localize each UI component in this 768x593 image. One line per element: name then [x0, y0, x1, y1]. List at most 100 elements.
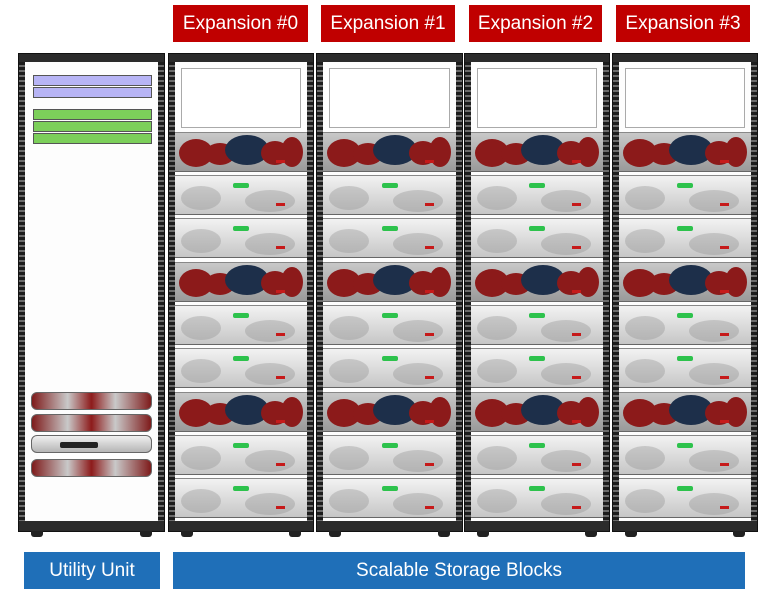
- enclosure-swirl: [625, 316, 665, 340]
- enclosure-swirl: [329, 446, 369, 470]
- enclosure-swirl: [329, 229, 369, 253]
- enclosure-brand-tag: [425, 203, 434, 206]
- expansion-3-label: Expansion #3: [616, 5, 750, 42]
- enclosure-swirl: [245, 363, 295, 385]
- enclosure-swirl: [725, 137, 747, 167]
- drive-enclosure: [619, 175, 751, 215]
- drive-enclosure: [471, 478, 603, 518]
- expansion-3-rack: [612, 53, 758, 537]
- status-led-icon: [233, 443, 249, 448]
- status-led-icon: [529, 226, 545, 231]
- drive-enclosure: [175, 175, 307, 215]
- drive-enclosure: [175, 435, 307, 475]
- enclosure-brand-tag: [572, 203, 581, 206]
- enclosure-swirl: [625, 229, 665, 253]
- drive-enclosure: [323, 175, 456, 215]
- rack-rail: [456, 62, 462, 521]
- controller-enclosure: [175, 392, 307, 432]
- rack-foot: [140, 531, 152, 537]
- enclosure-brand-tag: [425, 333, 434, 336]
- enclosure-brand-tag: [425, 420, 434, 423]
- controller-enclosure: [175, 132, 307, 172]
- enclosure-brand-tag: [425, 463, 434, 466]
- status-led-icon: [529, 313, 545, 318]
- expansion-1-label: Expansion #1: [321, 5, 455, 42]
- enclosure-brand-tag: [276, 290, 285, 293]
- rack-rail: [751, 62, 757, 521]
- enclosure-brand-tag: [720, 333, 729, 336]
- utility-controller: [31, 392, 152, 410]
- enclosure-brand-tag: [276, 333, 285, 336]
- blank-panel: [181, 68, 301, 128]
- status-led-icon: [677, 356, 693, 361]
- enclosure-swirl: [725, 267, 747, 297]
- enclosure-swirl: [625, 359, 665, 383]
- drive-enclosure: [471, 435, 603, 475]
- enclosure-swirl: [541, 190, 591, 212]
- enclosure-swirl: [477, 359, 517, 383]
- controller-enclosure: [471, 392, 603, 432]
- enclosure-brand-tag: [572, 506, 581, 509]
- status-led-icon: [233, 356, 249, 361]
- enclosure-swirl: [329, 186, 369, 210]
- enclosure-swirl: [181, 489, 221, 513]
- rack-foot: [289, 531, 301, 537]
- enclosure-brand-tag: [276, 376, 285, 379]
- blank-panel: [329, 68, 450, 128]
- controller-enclosure: [619, 392, 751, 432]
- utility-unit-label: Utility Unit: [24, 552, 160, 589]
- enclosure-brand-tag: [425, 290, 434, 293]
- enclosure-swirl: [281, 267, 303, 297]
- enclosure-swirl: [181, 186, 221, 210]
- rack-rail: [317, 62, 323, 521]
- rack-rail: [603, 62, 609, 521]
- enclosure-swirl: [393, 493, 443, 515]
- drive-enclosure: [175, 478, 307, 518]
- status-led-icon: [233, 486, 249, 491]
- enclosure-brand-tag: [425, 246, 434, 249]
- drive-enclosure: [323, 348, 456, 388]
- drive-enclosure: [619, 305, 751, 345]
- enclosure-swirl: [541, 493, 591, 515]
- rack-foot: [477, 531, 489, 537]
- controller-enclosure: [471, 132, 603, 172]
- enclosure-swirl: [541, 363, 591, 385]
- rack-foot: [329, 531, 341, 537]
- rack-rail: [158, 62, 164, 521]
- status-led-icon: [529, 356, 545, 361]
- status-led-icon: [677, 183, 693, 188]
- enclosure-swirl: [181, 229, 221, 253]
- status-led-icon: [677, 486, 693, 491]
- blank-panel: [625, 68, 745, 128]
- utility-rack: [18, 53, 165, 537]
- rack-foot: [733, 531, 745, 537]
- server-display: [60, 442, 98, 448]
- enclosure-brand-tag: [276, 463, 285, 466]
- enclosure-brand-tag: [572, 290, 581, 293]
- enclosure-swirl: [625, 446, 665, 470]
- enclosure-swirl: [181, 359, 221, 383]
- drive-enclosure: [323, 305, 456, 345]
- enclosure-swirl: [281, 137, 303, 167]
- rack-foot: [31, 531, 43, 537]
- enclosure-swirl: [625, 186, 665, 210]
- enclosure-swirl: [725, 397, 747, 427]
- status-led-icon: [233, 226, 249, 231]
- drive-enclosure: [323, 218, 456, 258]
- enclosure-swirl: [429, 137, 451, 167]
- enclosure-swirl: [689, 190, 739, 212]
- drive-enclosure: [323, 478, 456, 518]
- enclosure-brand-tag: [720, 420, 729, 423]
- enclosure-brand-tag: [720, 246, 729, 249]
- enclosure-swirl: [181, 446, 221, 470]
- enclosure-swirl: [577, 397, 599, 427]
- status-led-icon: [529, 486, 545, 491]
- enclosure-swirl: [541, 320, 591, 342]
- rack-foot: [181, 531, 193, 537]
- rack-foot: [625, 531, 637, 537]
- enclosure-swirl: [429, 267, 451, 297]
- rack-rail: [19, 62, 25, 521]
- drive-enclosure: [619, 435, 751, 475]
- status-led-icon: [381, 313, 398, 318]
- rack-foot: [585, 531, 597, 537]
